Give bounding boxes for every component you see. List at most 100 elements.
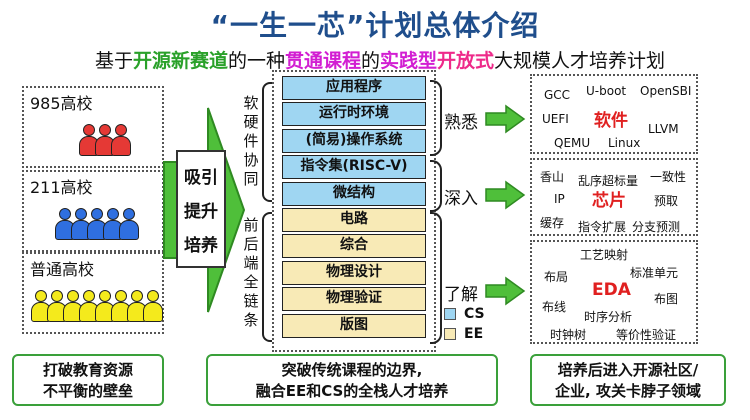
goal-text: 融合EE和CS的全栈人才培养 [255,382,449,400]
layer-microarch: 微结构 [282,181,426,206]
layer-os: (简易)操作系统 [282,128,426,153]
school-box-normal: 普通高校 [22,252,164,334]
layer-stack: 应用程序 运行时环境 (简易)操作系统 指令集(RISC-V) 微结构 电路 综… [282,76,426,340]
level-deep: 深入 [444,189,478,209]
chip-keyword: 分支预测 [632,220,681,234]
absorb-text: 吸引 [184,167,218,188]
subtitle-highlight-new-track: 开源新赛道 [132,50,228,72]
subtitle-highlight-practical: 实践型 [380,50,438,72]
layer-synthesis: 综合 [282,234,426,259]
person-icon [46,290,67,324]
legend-swatch [444,308,456,320]
software-keyword: UEFI [542,112,569,126]
subtitle: 基于开源新赛道的一种贯通课程的实践型开放式大规模人才培养计划 [20,46,740,73]
eda-box: 工艺映射 布局 标准单元 EDA 布图 布线 时序分析 时钟树 等价性验证 [530,240,698,344]
right-brace [430,80,442,156]
eda-keyword: 布局 [544,270,569,284]
chip-keyword: 指令扩展 [578,220,627,234]
person-icon [110,124,131,158]
eda-keyword: 时序分析 [584,310,633,324]
left-bracket [262,82,274,202]
chip-keyword: 一致性 [650,170,687,184]
chip-keyword: 乱序超标量 [578,174,639,188]
chip-box: 香山 乱序超标量 一致性 IP 芯片 预取 缓存 指令扩展 分支预测 [530,158,698,236]
goal-text: 突破传统课程的边界, [281,361,423,379]
chip-keyword: IP [554,192,565,206]
layer-physical-verification: 物理验证 [282,287,426,312]
school-box-211: 211高校 [22,170,164,252]
school-label: 985高校 [30,94,93,113]
left-bracket [262,212,274,342]
subtitle-part: 的 [361,50,381,72]
layer-layout: 版图 [282,313,426,338]
chip-keyword: 香山 [540,170,565,184]
legend-cs: CS [444,306,485,322]
people-icon-group [30,290,163,324]
absorb-text: 培养 [184,235,218,256]
person-icon [118,208,139,242]
layer-application: 应用程序 [282,76,426,100]
goal-box-balance: 打破教育资源 不平衡的壁垒 [12,354,164,406]
legend-ee: EE [444,326,483,342]
legend-label: EE [464,326,484,342]
software-hardware-label: 软硬件协同 [243,94,259,188]
subtitle-part: 基于 [94,50,133,72]
right-brace [430,160,442,212]
goal-text: 打破教育资源 [42,361,133,379]
chip-keyword: 预取 [654,194,679,208]
person-icon [94,290,115,324]
subtitle-highlight-open: 开放式 [437,50,495,72]
people-icon-group [78,124,131,158]
eda-title: EDA [592,280,631,300]
software-keyword: Linux [608,136,641,150]
software-title: 软件 [594,111,628,131]
person-icon [94,124,115,158]
absorb-text: 提升 [184,201,218,222]
software-keyword: QEMU [554,136,591,150]
software-keyword: OpenSBI [640,84,692,98]
legend-label: CS [464,306,485,322]
person-icon [62,290,83,324]
software-keyword: GCC [544,88,571,102]
person-icon [30,290,51,324]
eda-keyword: 布线 [542,300,567,314]
subtitle-part: 大规模人才培养计划 [494,50,666,72]
layer-physical-design: 物理设计 [282,260,426,285]
school-box-985: 985高校 [22,86,164,168]
legend-swatch [444,328,456,340]
subtitle-part: 的一种 [227,50,285,72]
goal-box-community: 培养后进入开源社区/ 企业, 攻关卡脖子领域 [530,354,726,406]
arrow-right-icon [485,276,526,306]
subtitle-highlight-course: 贯通课程 [284,50,361,72]
goal-text: 不平衡的壁垒 [42,382,133,400]
level-familiar: 熟悉 [444,113,478,133]
software-keyword: LLVM [648,122,679,136]
goal-text: 培养后进入开源社区/ [557,361,699,379]
full-chain-label: 前后端全链条 [243,216,259,329]
eda-keyword: 时钟树 [550,328,587,342]
goal-text: 企业, 攻关卡脖子领域 [555,382,701,400]
goal-box-fullstack: 突破传统课程的边界, 融合EE和CS的全栈人才培养 [206,354,498,406]
right-brace [430,212,442,344]
school-label: 211高校 [30,178,93,197]
school-label: 普通高校 [30,260,95,279]
software-box: GCC U-boot OpenSBI UEFI 软件 LLVM QEMU Lin… [530,74,698,154]
arrow-right-icon [485,104,526,134]
layer-runtime: 运行时环境 [282,102,426,127]
people-icon-group [54,208,139,242]
arrow-right-icon [485,180,526,210]
chip-keyword: 缓存 [540,216,565,230]
eda-keyword: 标准单元 [630,266,679,280]
person-icon [142,290,163,324]
eda-keyword: 等价性验证 [616,328,677,342]
eda-keyword: 布图 [654,292,679,306]
chip-title: 芯片 [592,191,626,211]
layer-isa: 指令集(RISC-V) [282,155,426,180]
person-icon [126,290,147,324]
layer-circuit: 电路 [282,207,426,232]
eda-keyword: 工艺映射 [580,248,629,262]
software-keyword: U-boot [586,84,627,98]
absorb-box: 吸引 提升 培养 [176,150,226,268]
level-understand: 了解 [444,285,478,305]
person-icon [54,208,75,242]
